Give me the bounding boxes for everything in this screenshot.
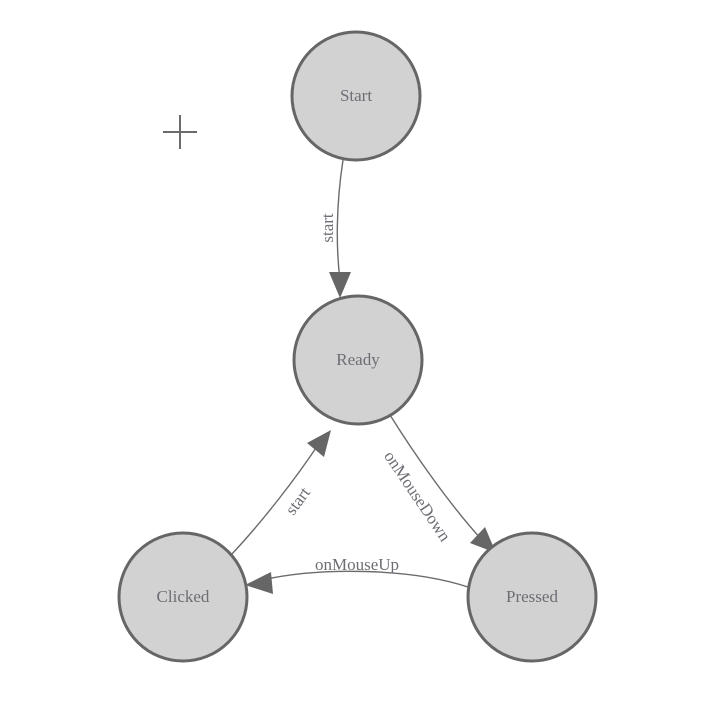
node-ready-label: Ready bbox=[336, 350, 380, 369]
node-start[interactable]: Start bbox=[290, 30, 422, 162]
node-ready[interactable]: Ready bbox=[292, 294, 424, 426]
arrowhead-start-to-ready bbox=[329, 272, 351, 298]
node-pressed-label: Pressed bbox=[506, 587, 558, 606]
edge-label-start-to-ready: start bbox=[318, 213, 337, 243]
node-pressed[interactable]: Pressed bbox=[466, 531, 598, 663]
edge-line-start-to-ready bbox=[336, 159, 344, 281]
plus-marker-icon bbox=[163, 115, 197, 149]
arrowhead-pressed-to-clicked bbox=[245, 572, 273, 594]
arrowhead-ready-to-pressed bbox=[470, 527, 496, 553]
arrowhead-clicked-to-ready bbox=[307, 430, 331, 457]
edge-start-to-ready[interactable]: start bbox=[318, 159, 351, 298]
edge-line-clicked-to-ready bbox=[230, 444, 319, 556]
edge-pressed-to-clicked[interactable]: onMouseUp bbox=[245, 555, 469, 594]
node-ready-circle[interactable] bbox=[292, 294, 424, 426]
edge-label-pressed-to-clicked: onMouseUp bbox=[315, 555, 399, 574]
node-pressed-circle[interactable] bbox=[466, 531, 598, 663]
edge-label-ready-to-pressed: onMouseDown bbox=[380, 447, 455, 545]
node-clicked-label: Clicked bbox=[157, 587, 210, 606]
edge-line-pressed-to-clicked bbox=[261, 570, 469, 588]
node-start-circle[interactable] bbox=[290, 30, 422, 162]
edge-line-ready-to-pressed bbox=[389, 414, 483, 541]
edge-ready-to-pressed[interactable]: onMouseDown bbox=[380, 414, 496, 553]
edge-clicked-to-ready[interactable]: start bbox=[230, 430, 331, 556]
node-start-label: Start bbox=[340, 86, 372, 105]
node-clicked-circle[interactable] bbox=[117, 531, 249, 663]
node-clicked[interactable]: Clicked bbox=[117, 531, 249, 663]
